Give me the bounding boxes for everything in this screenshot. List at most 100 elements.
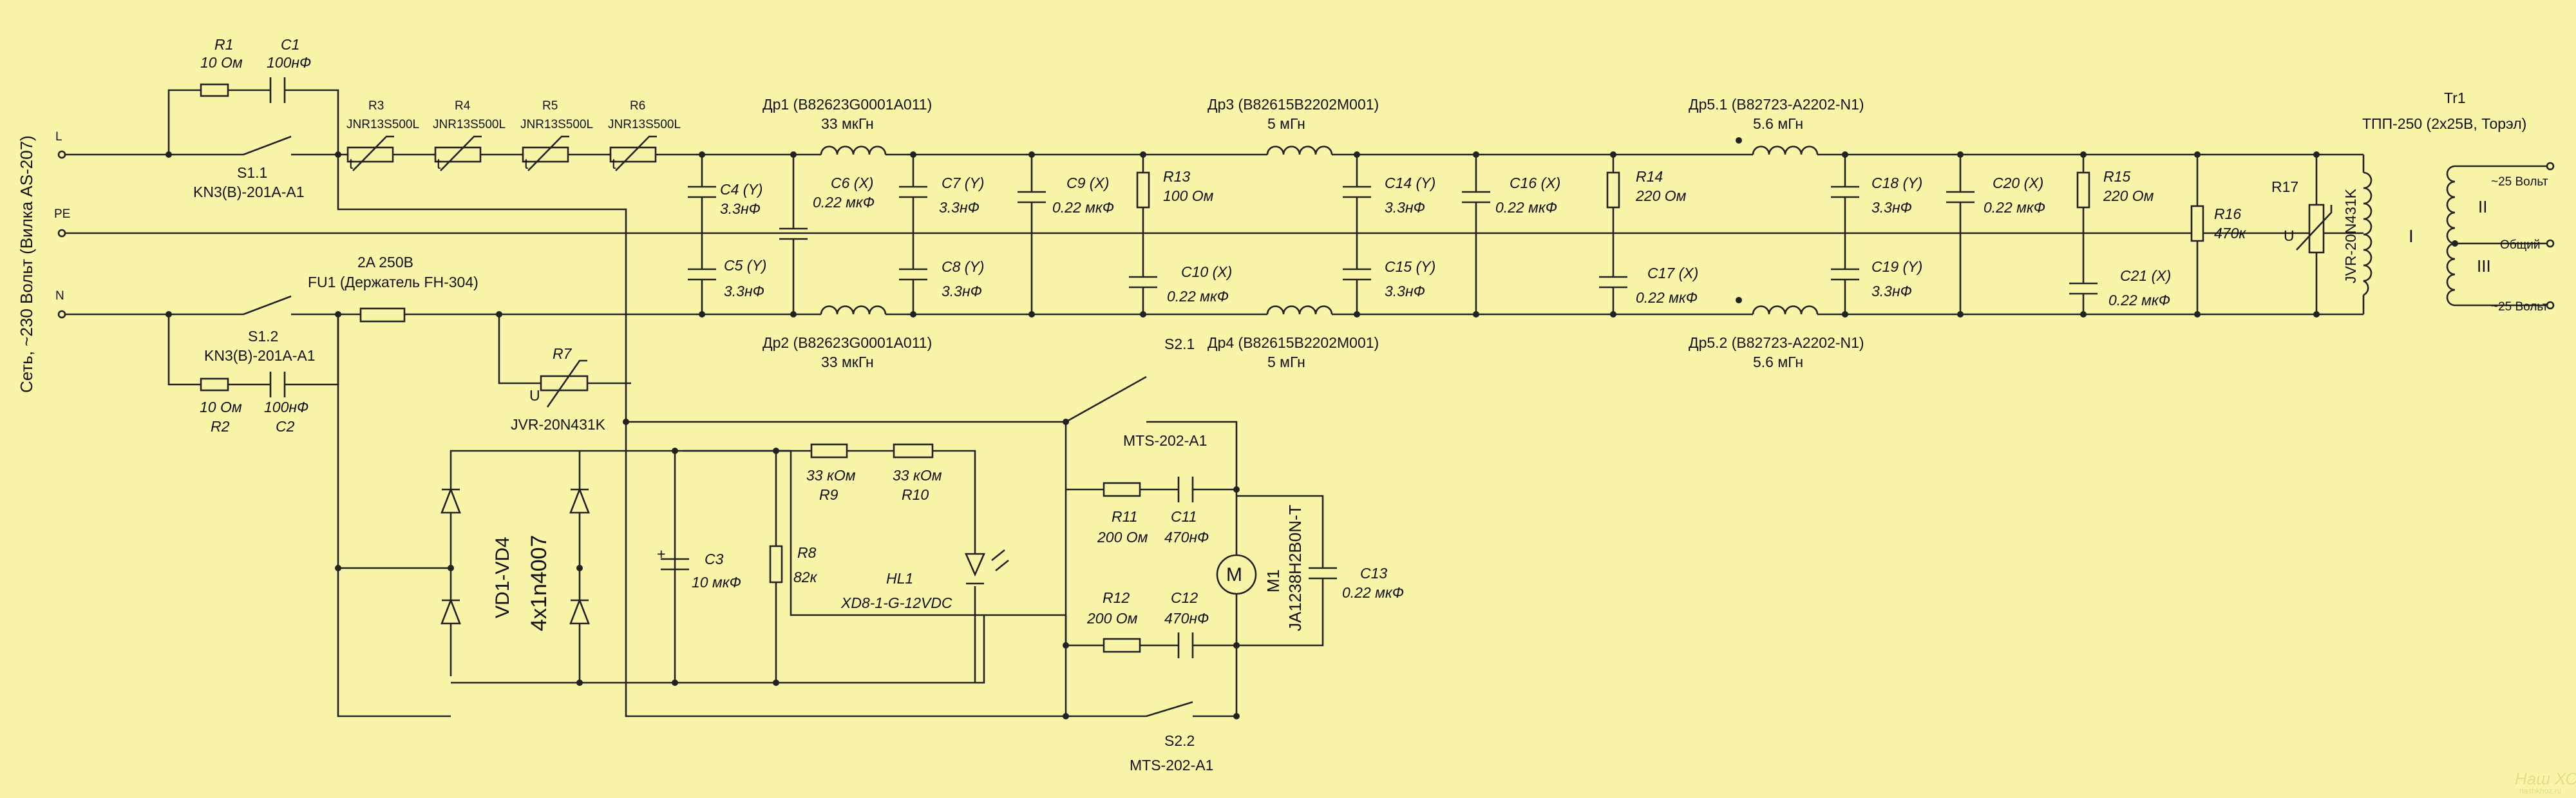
- resistor-r16: R16 470к: [2190, 155, 2246, 314]
- c12-value: 470нФ: [1164, 610, 1209, 627]
- c10-ref: C10 (X): [1181, 263, 1232, 280]
- c5-value: 3.3нФ: [724, 283, 764, 299]
- watermark-logo: Наш ХОЗ: [2515, 769, 2576, 788]
- dr1-ref: Др1 (B82623G0001A011): [762, 96, 932, 113]
- r9-value: 33 кОм: [806, 467, 856, 484]
- c21-value: 0.22 мкФ: [2108, 292, 2170, 309]
- input-label-N: N: [55, 289, 64, 303]
- c9-ref: C9 (X): [1066, 175, 1109, 191]
- varistor-r17: R17 U JVR-20N431K: [2271, 155, 2359, 314]
- thermistor-r6: t R6 JNR13S500L: [608, 99, 681, 172]
- c6-ref: C6 (X): [831, 175, 873, 191]
- r17-u: U: [2284, 227, 2295, 244]
- r1-ref: R1: [214, 36, 233, 53]
- switch-s1-2: S1.2 KN3(B)-201A-A1: [204, 295, 316, 364]
- r6-ref: R6: [630, 99, 645, 113]
- dr1-value: 33 мкГн: [821, 115, 874, 132]
- capacitor-c6: C6 (X) 0.22 мкФ: [779, 155, 875, 314]
- r10-value: 33 кОм: [893, 467, 942, 484]
- c10-value: 0.22 мкФ: [1167, 288, 1229, 305]
- r5-ref: R5: [542, 99, 558, 113]
- m1-symbol: M: [1226, 564, 1242, 585]
- c21-ref: C21 (X): [2120, 267, 2171, 284]
- r1-value: 10 Ом: [200, 54, 243, 71]
- dr5-2-value: 5.6 мГн: [1753, 354, 1803, 370]
- capacitor-c19: C19 (Y) 3.3нФ: [1831, 233, 1922, 314]
- capacitor-c10: C10 (X) 0.22 мкФ: [1167, 263, 1232, 305]
- fu1-rating: 2A 250В: [357, 254, 413, 271]
- tr1-part: ТПП-250 (2х25В, Торэл): [2362, 115, 2526, 132]
- capacitor-c4: C4 (Y) 3.3нФ: [688, 155, 762, 233]
- c19-ref: C19 (Y): [1871, 258, 1922, 275]
- choke-dr2: Др2 (B82623G0001A011) 33 мкГн: [762, 305, 932, 370]
- motor-m1: M M1 JA1238H2B0N-T: [1216, 504, 1305, 631]
- choke-dr1: Др1 (B82623G0001A011) 33 мкГн: [762, 96, 932, 158]
- s2-2-ref: S2.2: [1164, 732, 1195, 749]
- watermark: Наш ХОЗ nashkhoz.ru: [2515, 769, 2576, 795]
- c4-ref: C4 (Y): [720, 181, 762, 198]
- dr4-value: 5 мГн: [1267, 354, 1305, 370]
- transformer-tr1: Tr1 ТПП-250 (2х25В, Торэл) I II III ~25 …: [2362, 90, 2555, 314]
- c2-ref: C2: [276, 418, 295, 435]
- c9-value: 0.22 мкФ: [1052, 199, 1114, 216]
- lower-wiring: [338, 421, 1067, 716]
- dr2-value: 33 мкГн: [821, 354, 874, 370]
- c16-value: 0.22 мкФ: [1495, 199, 1557, 216]
- resistor-r12: R12 200 Ом: [1086, 589, 1141, 653]
- r5-part: JNR13S500L: [520, 118, 593, 131]
- r7-ref: R7: [553, 345, 573, 362]
- c13-value: 0.22 мкФ: [1342, 584, 1404, 601]
- r10-ref: R10: [902, 486, 929, 503]
- dr5-1-value: 5.6 мГн: [1753, 115, 1803, 132]
- m1-ref: M1: [1264, 569, 1283, 593]
- r17-part: JVR-20N431K: [2342, 188, 2359, 283]
- dr5-1-ref: Др5.1 (B82723-A2202-N1): [1689, 96, 1864, 113]
- c6-value: 0.22 мкФ: [813, 194, 875, 211]
- r8-ref: R8: [797, 544, 817, 561]
- c14-value: 3.3нФ: [1385, 199, 1425, 216]
- dr3-value: 5 мГн: [1267, 115, 1305, 132]
- resistor-r8: R8 82к: [769, 544, 818, 585]
- c15-value: 3.3нФ: [1385, 283, 1425, 299]
- resistor-r9: 33 кОм R9: [806, 443, 856, 503]
- capacitor-c11: C11 470нФ: [1164, 477, 1209, 546]
- c3-value: 10 мкФ: [692, 574, 741, 591]
- capacitor-c5: C5 (Y) 3.3нФ: [688, 233, 766, 314]
- r5-t: t: [524, 155, 529, 172]
- c20-value: 0.22 мкФ: [1984, 199, 2045, 216]
- r17-ref: R17: [2271, 178, 2298, 195]
- c11-value: 470нФ: [1164, 529, 1209, 546]
- c18-value: 3.3нФ: [1871, 199, 1912, 216]
- r4-t: t: [437, 155, 441, 172]
- s2-1-part: MTS-202-A1: [1123, 432, 1207, 449]
- mains-title: Сеть, ~230 Вольт (Вилка AS-207): [17, 135, 36, 393]
- s2-1-ref: S2.1: [1164, 336, 1195, 352]
- resistor-r13: R13 100 Ом: [1129, 155, 1214, 314]
- resistor-r11: R11 200 Ом: [1097, 482, 1148, 546]
- c11-ref: C11: [1171, 508, 1197, 525]
- vd-part: 4x1n4007: [527, 535, 551, 631]
- choke-dr5-1: Др5.1 (B82723-A2202-N1) 5.6 мГн: [1689, 96, 1864, 158]
- c8-ref: C8 (Y): [942, 258, 984, 275]
- resistor-r2: 10 Ом R2: [200, 377, 242, 435]
- watermark-site: nashkhoz.ru: [2519, 786, 2561, 795]
- c7-value: 3.3нФ: [939, 199, 980, 216]
- s1-1-part: KN3(B)-201A-A1: [193, 184, 305, 200]
- input-label-PE: PE: [54, 207, 70, 221]
- switch-s2-1: S2.1 MTS-202-A1: [1063, 336, 1240, 716]
- resistor-r10: 33 кОм R10: [893, 443, 942, 503]
- r9-ref: R9: [819, 486, 838, 503]
- capacitor-c14: C14 (Y) 3.3нФ: [1343, 155, 1435, 233]
- c2-value: 100нФ: [264, 399, 308, 415]
- resistor-r1: R1 10 Ом: [200, 36, 243, 97]
- s1-2-part: KN3(B)-201A-A1: [204, 347, 316, 364]
- thermistor-r3: t R3 JNR13S500L: [346, 99, 419, 172]
- r6-t: t: [612, 155, 616, 172]
- capacitor-c9: C9 (X) 0.22 мкФ: [1018, 155, 1114, 314]
- r14-ref: R14: [1636, 168, 1663, 185]
- r2-value: 10 Ом: [200, 399, 242, 415]
- c3-plus: +: [657, 546, 665, 562]
- r3-ref: R3: [368, 99, 384, 113]
- junction-dots: [166, 151, 2320, 719]
- capacitor-c18: C18 (Y) 3.3нФ: [1831, 155, 1922, 233]
